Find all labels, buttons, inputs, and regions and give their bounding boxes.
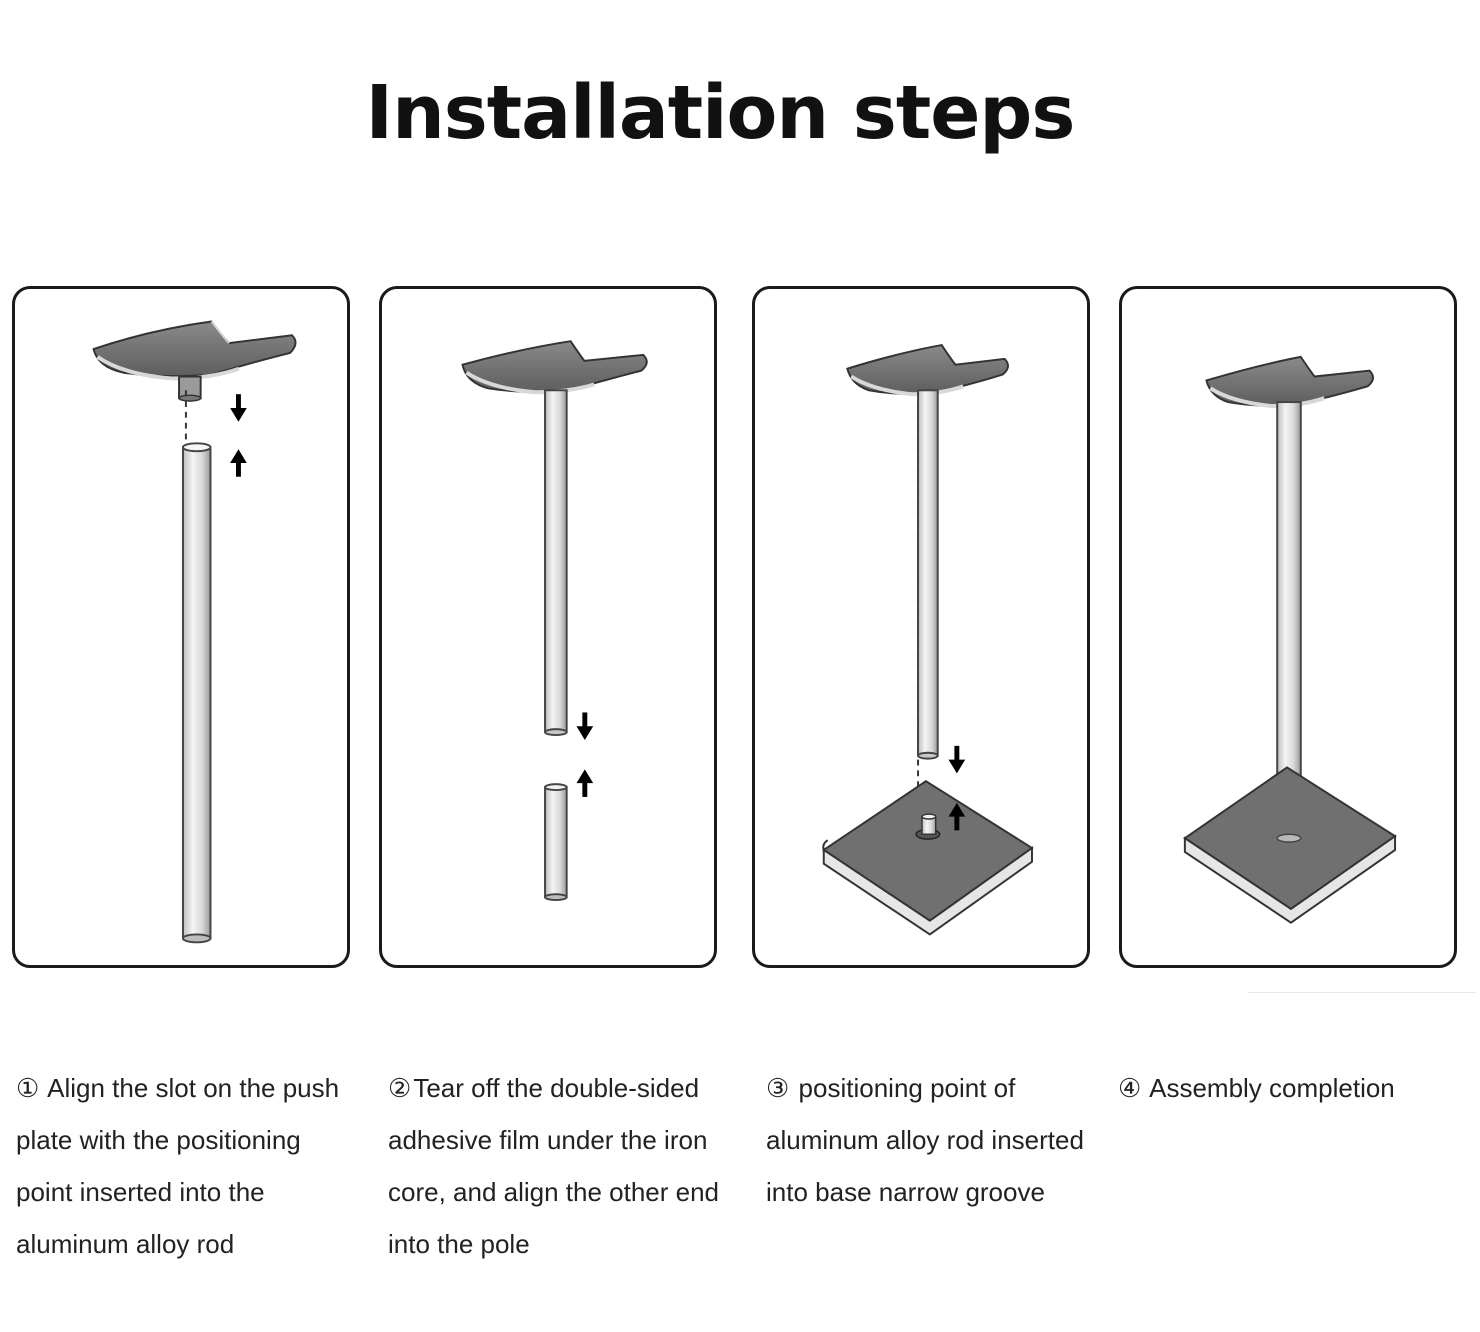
- arrow-up-icon: [230, 449, 247, 477]
- iron-core-rod: [544, 783, 568, 902]
- step-2-illustration: [461, 340, 648, 902]
- step-4-illustration: [1183, 355, 1397, 924]
- arrow-up-icon: [576, 769, 594, 797]
- step-1-illustration: [92, 320, 297, 944]
- step-2-panel: [379, 286, 717, 968]
- step-1-caption: ① Align the slot on the push plate with …: [16, 1062, 361, 1270]
- arrow-down-icon: [230, 394, 247, 422]
- aluminum-rod: [917, 389, 939, 760]
- headrest-plate: [846, 344, 1009, 397]
- step-3-number: ③: [766, 1073, 790, 1103]
- step-4-panel: [1119, 286, 1457, 968]
- step-3-panel: [752, 286, 1090, 968]
- step-4-text: Assembly completion: [1149, 1073, 1395, 1103]
- step-2-text: Tear off the double-sided adhesive film …: [388, 1073, 720, 1259]
- headrest-plate: [92, 320, 297, 402]
- arrow-down-icon: [948, 745, 966, 774]
- step-3-illustration: [821, 344, 1034, 936]
- step-1-text: Align the slot on the push plate with th…: [16, 1073, 340, 1259]
- headrest-plate: [1205, 355, 1374, 408]
- page-title: Installation steps: [365, 70, 1076, 156]
- step-2-number: ②: [388, 1073, 412, 1103]
- step-3-caption: ③ positioning point of aluminum alloy ro…: [766, 1062, 1111, 1218]
- step-1-number: ①: [16, 1073, 40, 1103]
- upper-rod: [544, 389, 568, 737]
- step-3-text: positioning point of aluminum alloy rod …: [766, 1073, 1084, 1207]
- aluminum-rod: [181, 442, 212, 944]
- step-4-number: ④: [1118, 1073, 1142, 1103]
- arrow-down-icon: [576, 712, 594, 740]
- square-base: [821, 780, 1034, 936]
- step-2-caption: ②Tear off the double-sided adhesive film…: [388, 1062, 733, 1270]
- step-1-panel: [12, 286, 350, 968]
- arrow-up-icon: [948, 802, 966, 831]
- divider-line: [1248, 992, 1476, 993]
- step-4-caption: ④ Assembly completion: [1118, 1062, 1463, 1114]
- square-base: [1183, 766, 1397, 924]
- headrest-plate: [461, 340, 648, 395]
